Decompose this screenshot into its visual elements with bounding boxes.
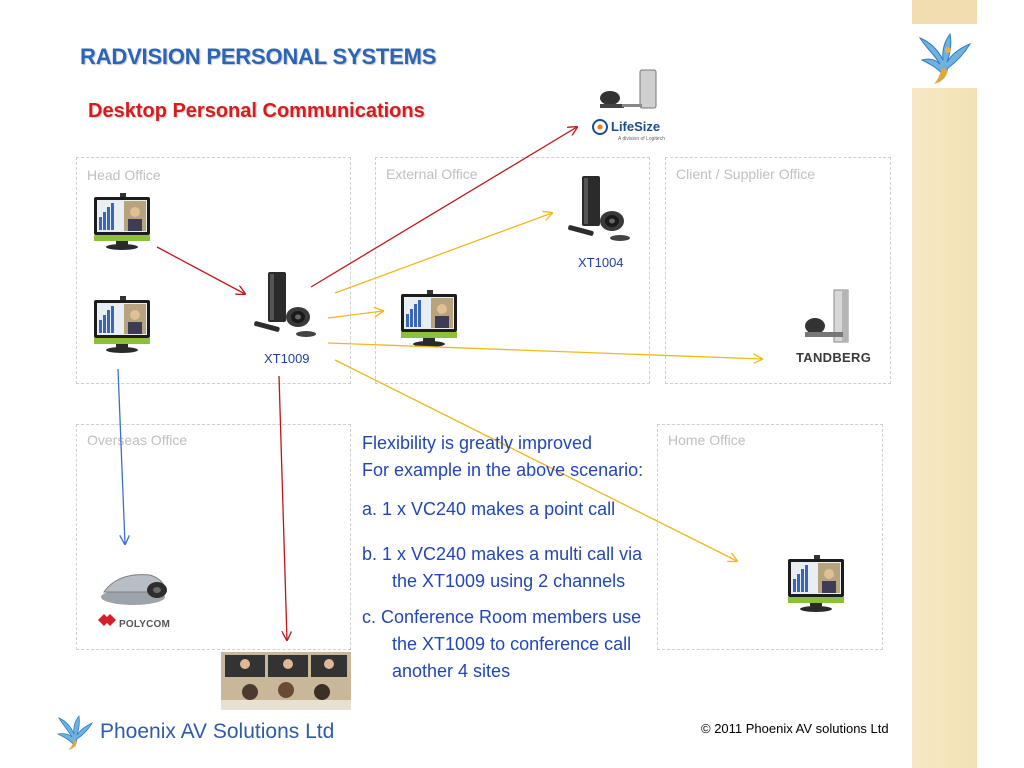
head-office-vc240-2 <box>94 296 150 353</box>
explanation-item-b-2: the XT1009 using 2 channels <box>392 571 626 591</box>
home-office-box <box>657 424 883 650</box>
phoenix-bird-icon <box>918 32 972 84</box>
head-office-box <box>76 157 351 384</box>
xt1009-label: XT1009 <box>264 351 310 366</box>
arrow-xt1009-to-tandberg <box>327 342 762 359</box>
sidebar-top-band <box>912 0 977 24</box>
lifesize-tagline: A division of Logitech <box>618 136 665 142</box>
footer-company-name: Phoenix AV Solutions Ltd <box>100 720 335 743</box>
arrow-xt1009-to-lifesize <box>310 127 577 288</box>
phoenix-footer-logo-icon <box>56 715 94 750</box>
overseas-office-label: Overseas Office <box>87 432 188 448</box>
footer-copyright: © 2011 Phoenix AV solutions Ltd <box>701 721 889 736</box>
lifesize-logo: LifeSize <box>611 119 660 134</box>
slide-subtitle: Desktop Personal Communications <box>88 100 425 122</box>
tandberg-device <box>805 289 849 343</box>
overseas-office-box <box>76 424 351 650</box>
external-office-box <box>375 157 650 384</box>
client-office-box <box>665 157 891 384</box>
home-office-vc240 <box>788 555 844 612</box>
arrow-vc240-to-polycom <box>117 368 125 544</box>
explanation-item-c-2: the XT1009 to conference call <box>392 634 632 654</box>
explanation-line-1: Flexibility is greatly improved <box>362 433 593 453</box>
explanation-text: Flexibility is greatly improved For exam… <box>362 430 643 685</box>
explanation-item-a: a. 1 x VC240 makes a point call <box>362 499 616 519</box>
sidebar-band <box>912 88 977 768</box>
head-office-vc240-1 <box>94 193 150 250</box>
arrow-xt1009-to-xt1004 <box>334 213 552 294</box>
explanation-item-b-1: b. 1 x VC240 makes a multi call via <box>362 544 643 564</box>
explanation-item-c-3: another 4 sites <box>392 661 511 681</box>
external-office-label: External Office <box>386 166 478 182</box>
xt1009-device <box>253 272 316 337</box>
arrow-xt1009-to-home-office <box>334 359 737 561</box>
slide-title: RADVISION PERSONAL SYSTEMS <box>80 44 437 69</box>
conference-room-image <box>221 652 351 710</box>
client-office-label: Client / Supplier Office <box>676 166 816 182</box>
arrow-xt1009-to-external-vc240 <box>327 311 383 319</box>
polycom-logo: POLYCOM <box>119 619 171 630</box>
explanation-line-2: For example in the above scenario: <box>362 460 644 480</box>
polycom-device <box>98 574 167 626</box>
head-office-label: Head Office <box>87 167 161 183</box>
external-office-vc240 <box>401 290 457 347</box>
tandberg-logo: TANDBERG <box>796 350 872 365</box>
xt1004-label: XT1004 <box>578 255 624 270</box>
home-office-label: Home Office <box>668 432 746 448</box>
xt1004-device <box>567 176 630 241</box>
arrow-xt1009-to-conference-room <box>278 375 287 640</box>
sidebar-logo-box <box>912 24 977 88</box>
arrow-vc240-to-xt1009 <box>156 246 245 294</box>
lifesize-device <box>592 69 657 135</box>
explanation-item-c-1: c. Conference Room members use <box>362 607 642 627</box>
lifesize-wordmark: LifeSize <box>611 119 661 134</box>
